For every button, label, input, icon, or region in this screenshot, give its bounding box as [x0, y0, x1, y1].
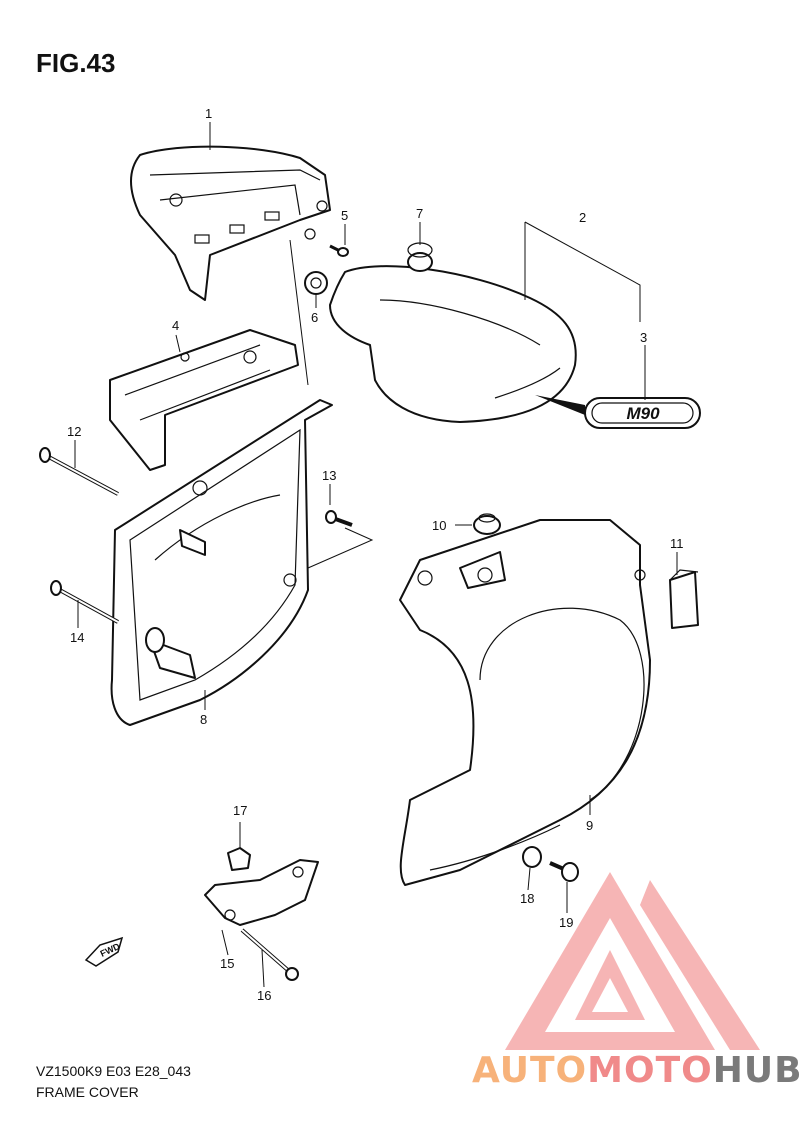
callout-labels: 1 2 3 4 5 6 7 8 9 10 11 12 13 14 15 16 1… [67, 106, 684, 1003]
callout-6: 6 [311, 310, 318, 325]
figure-code: VZ1500K9 E03 E28_043 [36, 1063, 191, 1079]
part-19-screw [549, 861, 579, 882]
figure-name: FRAME COVER [36, 1084, 139, 1100]
part-12-bolt [39, 447, 119, 496]
figure-title: FIG.43 [36, 48, 116, 78]
part-17-clip [227, 847, 251, 871]
callout-18: 18 [520, 891, 534, 906]
callout-4: 4 [172, 318, 179, 333]
part-6-grommet [304, 271, 328, 295]
watermark-text: AUTOMOTOHUB [472, 1050, 800, 1091]
callout-19: 19 [559, 915, 573, 930]
part-7-grommet [407, 242, 433, 272]
part-10-grommet [473, 513, 501, 535]
callout-10: 10 [432, 518, 446, 533]
part-8-inner-panel [110, 399, 333, 726]
callout-1: 1 [205, 106, 212, 121]
emblem-text: M90 [626, 404, 660, 423]
part-14-bolt [50, 580, 119, 624]
part-2-side-cover [329, 265, 577, 423]
part-1-upper-cover [130, 145, 331, 301]
callout-7: 7 [416, 206, 423, 221]
callout-3: 3 [640, 330, 647, 345]
part-13-screw [325, 510, 353, 527]
callout-16: 16 [257, 988, 271, 1003]
watermark-logo [505, 872, 760, 1050]
part-11-pad [669, 569, 699, 629]
leader-lines [74, 122, 678, 988]
fwd-arrow: FWD [84, 936, 124, 967]
part-9-lower-cover [399, 519, 651, 886]
part-16-bolt [240, 928, 299, 981]
callout-9: 9 [586, 818, 593, 833]
part-4-bracket [109, 329, 299, 471]
part-15-bracket [204, 859, 319, 926]
callout-8: 8 [200, 712, 207, 727]
callout-2: 2 [579, 210, 586, 225]
watermark-part-hub: HUB [712, 1050, 800, 1091]
callout-14: 14 [70, 630, 84, 645]
part-18-grommet [522, 846, 542, 868]
callout-12: 12 [67, 424, 81, 439]
part-5-screw [329, 244, 349, 257]
callout-15: 15 [220, 956, 234, 971]
watermark-part-moto: MOTO [587, 1050, 713, 1091]
callout-11: 11 [670, 536, 684, 551]
callout-17: 17 [233, 803, 247, 818]
watermark-part-auto: AUTO [472, 1050, 588, 1091]
callout-13: 13 [322, 468, 336, 483]
part-3-emblem: M90 [535, 395, 701, 429]
callout-5: 5 [341, 208, 348, 223]
